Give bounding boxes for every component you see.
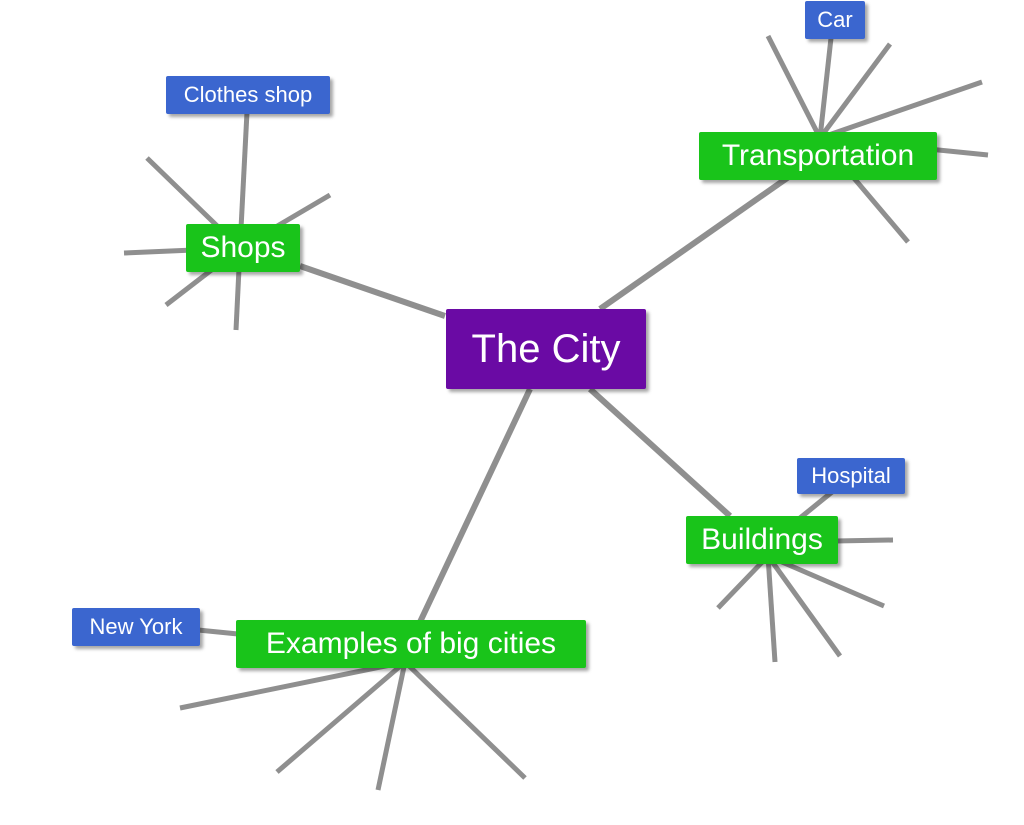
leaf-node-clothes-shop[interactable]: Clothes shop	[166, 76, 330, 114]
connector-buildings-hospital	[798, 490, 834, 520]
leaf-label-new-york: New York	[89, 614, 183, 639]
spoke-buildings-3	[765, 555, 778, 663]
connector-root-shops	[299, 263, 446, 319]
spoke-transportation-3	[819, 79, 983, 141]
spoke-examples-4	[403, 660, 527, 780]
connector-root-transportation	[598, 173, 792, 312]
connector-transportation-car	[817, 37, 834, 139]
branch-node-examples-of-big-cities[interactable]: Examples of big cities	[236, 620, 586, 668]
spoke-examples-2	[275, 660, 407, 774]
spoke-examples-1	[179, 659, 406, 711]
leaf-label-clothes-shop: Clothes shop	[183, 82, 313, 107]
spoke-examples-3	[375, 661, 408, 791]
leaf-node-new-york[interactable]: New York	[72, 608, 200, 646]
central-topic-node[interactable]: The City	[446, 309, 646, 389]
spoke-buildings-4	[765, 554, 843, 658]
branch-node-transportation[interactable]: Transportation	[699, 132, 937, 180]
connector-root-examples	[417, 387, 533, 624]
branch-label-examples-of-big-cities: Examples of big cities	[265, 627, 557, 660]
branch-label-transportation: Transportation	[721, 139, 915, 172]
central-topic-label: The City	[471, 326, 621, 371]
connector-examples-new-york	[197, 627, 239, 637]
spoke-buildings-2	[716, 554, 770, 610]
leaf-label-car: Car	[817, 7, 853, 32]
branch-node-shops[interactable]: Shops	[186, 224, 300, 272]
leaf-node-hospital[interactable]: Hospital	[797, 458, 905, 494]
connector-root-buildings	[587, 386, 733, 519]
branch-label-buildings: Buildings	[701, 523, 823, 556]
leaf-label-hospital: Hospital	[811, 463, 891, 488]
branch-node-buildings[interactable]: Buildings	[686, 516, 838, 564]
spoke-buildings-1	[834, 537, 894, 544]
branch-label-shops: Shops	[200, 231, 286, 264]
spoke-transportation-1	[765, 34, 823, 140]
leaf-node-car[interactable]: Car	[805, 1, 865, 39]
spoke-buildings-5	[767, 553, 885, 609]
spoke-transportation-2	[817, 42, 893, 140]
